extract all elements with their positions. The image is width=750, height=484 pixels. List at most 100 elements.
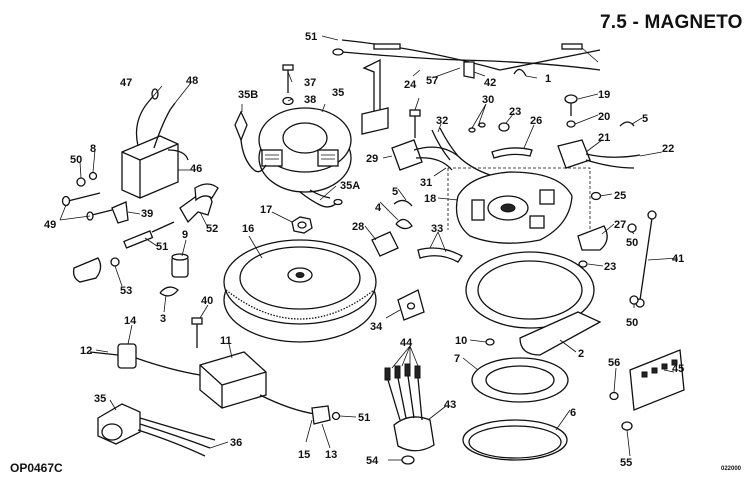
cam-screw bbox=[578, 260, 588, 268]
callout-28: 28 bbox=[352, 221, 364, 233]
callout-31: 31 bbox=[420, 177, 432, 189]
callout-1: 1 bbox=[545, 73, 551, 85]
callout-54: 54 bbox=[366, 455, 379, 467]
grommet bbox=[371, 231, 399, 257]
callout-32: 32 bbox=[436, 115, 448, 127]
retainer-plate bbox=[465, 251, 602, 356]
ground-washer bbox=[629, 295, 639, 305]
connector-13 bbox=[311, 405, 331, 425]
armature-wires bbox=[431, 127, 459, 161]
callout-40: 40 bbox=[201, 295, 213, 307]
callout-4: 4 bbox=[375, 202, 382, 214]
callout-34: 34 bbox=[370, 321, 383, 333]
plug-cap-top bbox=[171, 253, 189, 261]
clip-5 bbox=[393, 199, 413, 207]
callout-labels: 1 2 3 4 5 5 6 7 8 9 10 11 12 13 14 15 16… bbox=[44, 31, 684, 469]
callout-41: 41 bbox=[672, 253, 684, 265]
callout-43: 43 bbox=[444, 399, 456, 411]
lead-12 bbox=[135, 357, 201, 376]
wire-sleeve bbox=[123, 230, 154, 249]
coil-nut bbox=[76, 177, 86, 187]
callout-51-mid: 51 bbox=[156, 241, 168, 253]
callout-12: 12 bbox=[80, 345, 92, 357]
callout-35-top: 35 bbox=[332, 87, 344, 99]
callout-29: 29 bbox=[366, 153, 378, 165]
bracket-hole bbox=[406, 302, 416, 310]
connector-block bbox=[391, 139, 423, 171]
callout-23-b: 23 bbox=[604, 261, 616, 273]
callout-55: 55 bbox=[620, 457, 632, 469]
wire-terminal bbox=[478, 122, 486, 128]
screw-56 bbox=[609, 391, 619, 401]
terminal-boot-washer bbox=[110, 257, 120, 267]
callout-9: 9 bbox=[182, 229, 188, 241]
callout-45: 45 bbox=[672, 363, 684, 375]
power-pack-lead bbox=[259, 394, 316, 415]
spring-clip bbox=[159, 286, 179, 297]
callout-47: 47 bbox=[120, 77, 132, 89]
plate-screw-25 bbox=[590, 191, 602, 201]
lead-12b bbox=[89, 351, 119, 356]
ignition-coil bbox=[121, 88, 189, 199]
screw-54 bbox=[401, 455, 415, 465]
callout-48: 48 bbox=[186, 75, 198, 87]
callout-14: 14 bbox=[124, 315, 137, 327]
callout-35-bottom: 35 bbox=[94, 393, 106, 405]
wire-clip bbox=[111, 201, 129, 224]
callout-22: 22 bbox=[662, 143, 674, 155]
switch-washer bbox=[566, 120, 576, 128]
switch-screw bbox=[564, 94, 578, 104]
coil-screws bbox=[61, 192, 113, 221]
ground-terminal bbox=[647, 210, 657, 220]
callout-57: 57 bbox=[426, 75, 438, 87]
figure-code: OP0467C bbox=[10, 461, 63, 475]
callout-8: 8 bbox=[90, 143, 96, 155]
plate-screw bbox=[409, 109, 421, 138]
connector-43 bbox=[384, 363, 435, 452]
sleeve-14 bbox=[117, 343, 137, 369]
clip-42 bbox=[463, 61, 475, 79]
callout-7: 7 bbox=[454, 353, 460, 365]
wire-harness bbox=[332, 39, 601, 135]
power-pack bbox=[199, 351, 267, 409]
armature-plate bbox=[447, 167, 591, 250]
callout-17: 17 bbox=[260, 204, 272, 216]
callout-18: 18 bbox=[424, 193, 436, 205]
callout-27: 27 bbox=[614, 219, 626, 231]
callout-56: 56 bbox=[608, 357, 620, 369]
callout-21: 21 bbox=[598, 132, 610, 144]
callout-35a: 35A bbox=[340, 180, 360, 192]
bracket bbox=[397, 289, 425, 321]
screw-40 bbox=[191, 317, 203, 348]
wire-terminal bbox=[468, 127, 476, 133]
retainer-strap bbox=[491, 147, 533, 159]
stator-coil bbox=[258, 107, 352, 193]
washer-51 bbox=[331, 411, 341, 421]
strap-screw bbox=[498, 122, 510, 132]
callout-52: 52 bbox=[206, 223, 218, 235]
callout-23-a: 23 bbox=[509, 106, 521, 118]
clip-4 bbox=[395, 218, 413, 230]
callout-20: 20 bbox=[598, 111, 610, 123]
callout-30: 30 bbox=[482, 94, 494, 106]
harness-terminal bbox=[332, 48, 344, 56]
callout-39: 39 bbox=[141, 208, 153, 220]
hose bbox=[417, 247, 463, 263]
stator-wire-35a bbox=[299, 189, 343, 208]
stator-wire-35b bbox=[234, 110, 267, 173]
callout-16: 16 bbox=[242, 223, 254, 235]
callout-49: 49 bbox=[44, 219, 56, 231]
callout-53: 53 bbox=[120, 285, 132, 297]
figure-code-small: 022000 bbox=[721, 466, 742, 472]
callout-37: 37 bbox=[304, 77, 316, 89]
terminal-block bbox=[629, 349, 685, 411]
snap-ring bbox=[462, 419, 568, 461]
switch-leads bbox=[585, 153, 641, 169]
callout-6: 6 bbox=[570, 407, 576, 419]
callout-3: 3 bbox=[160, 313, 166, 325]
callout-26: 26 bbox=[530, 115, 542, 127]
callout-35b: 35B bbox=[238, 89, 258, 101]
callout-50-b: 50 bbox=[626, 237, 638, 249]
page-title: 7.5 - MAGNETO bbox=[600, 12, 743, 33]
